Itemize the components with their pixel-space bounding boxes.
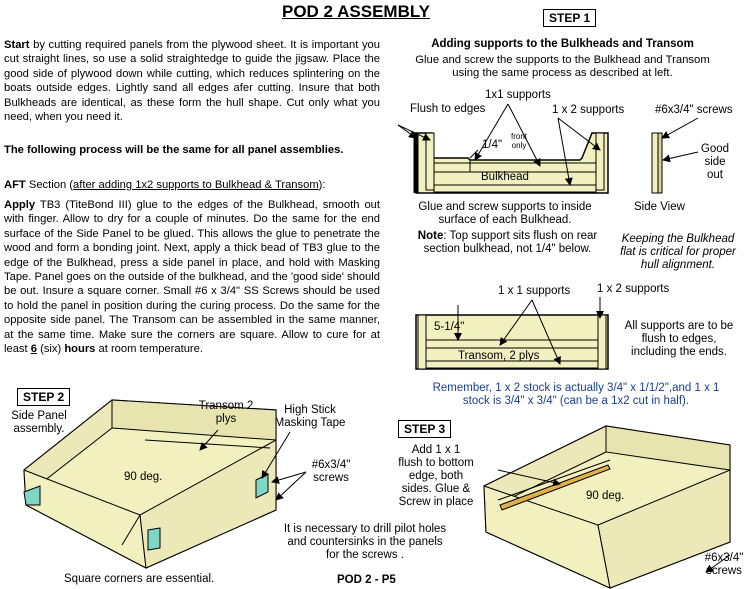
- step1-heading: Adding supports to the Bulkheads and Tra…: [431, 38, 694, 50]
- side-panel-label: Side Panel assembly.: [11, 410, 67, 435]
- start-bold: Start: [4, 39, 30, 51]
- side-view-drawing: [651, 132, 663, 194]
- screws-label: #6x3/4" screws: [655, 104, 733, 116]
- top-support-note: Note: Top support sits flush on rear sec…: [400, 230, 615, 256]
- glue-screw-note: Glue and screw supports to inside surfac…: [418, 201, 592, 226]
- bulkhead-label: Bulkhead: [481, 171, 529, 183]
- keeping-flat-note: Keeping the Bulkhead flat is critical fo…: [620, 233, 736, 271]
- transom-drawing: [415, 314, 609, 370]
- aft-heading: AFT Section (after adding 1x2 supports t…: [4, 178, 380, 192]
- step2-box-drawing: [23, 398, 277, 569]
- good-side-out-label: Good side out: [700, 143, 730, 181]
- side-view-label: Side View: [634, 201, 685, 213]
- note-label: Note: [417, 230, 444, 242]
- square-corners-label: Square corners are essential.: [64, 573, 215, 585]
- flush-to-edges-label: Flush to edges: [410, 103, 486, 115]
- aft-text: Section (: [25, 179, 74, 191]
- step2-screws-label: #6x3/4" screws: [311, 459, 351, 484]
- transom-label: Transom, 2 plys: [458, 350, 540, 362]
- masking-tape-label: High Stick Masking Tape: [274, 404, 346, 429]
- page-number: POD 2 - P5: [337, 574, 396, 586]
- note-text: : Top support sits flush on rear section…: [423, 230, 598, 255]
- step3-label: STEP 3: [398, 420, 452, 438]
- transom-one-by-one-label: 1 x 1 supports: [498, 285, 571, 297]
- step2-ninety-label: 90 deg.: [124, 471, 163, 483]
- quarter-inch-label: 1/4": [482, 139, 503, 151]
- room-temp: at room temperature.: [95, 343, 203, 356]
- six-paren: (six): [36, 343, 65, 356]
- front-only-label: front only: [510, 132, 527, 150]
- apply-text: TB3 (TiteBond III) glue to the edges of …: [4, 199, 380, 356]
- six-value: 6: [30, 343, 37, 356]
- remember-note: Remember, 1 x 2 stock is actually 3/4" x…: [432, 382, 720, 407]
- all-supports-note: All supports are to be flush to edges, i…: [624, 320, 734, 358]
- start-text: by cutting required panels from the plyw…: [4, 39, 380, 124]
- step2-label: STEP 2: [17, 388, 71, 406]
- hours-bold: hours: [64, 343, 96, 356]
- same-process-note: The following process will be the same f…: [4, 144, 344, 156]
- five-quarter-label: 5-1/4": [434, 321, 465, 333]
- step3-ninety-label: 90 deg.: [586, 490, 625, 502]
- one-by-one-supports-label: 1x1 supports: [485, 89, 551, 101]
- aft-underline: after adding 1x2 supports to Bulkhead & …: [73, 179, 319, 191]
- step3-box-drawing: [483, 425, 731, 589]
- add-one-by-one-note: Add 1 x 1 flush to bottom edge, both sid…: [398, 444, 474, 508]
- page-title: POD 2 ASSEMBLY: [282, 2, 431, 21]
- transom-plys-label: Transom 2 plys: [198, 400, 254, 425]
- drill-note: It is necessary to drill pilot holes and…: [283, 523, 447, 561]
- one-by-two-supports-label: 1 x 2 supports: [552, 104, 625, 116]
- aft-end: ):: [318, 179, 326, 191]
- start-paragraph: Start by cutting required panels from th…: [4, 38, 380, 124]
- transom-one-by-two-label: 1 x 2 supports: [597, 283, 670, 295]
- apply-paragraph: Apply TB3 (TiteBond III) glue to the edg…: [4, 198, 380, 356]
- bulkhead-drawing: [413, 132, 609, 194]
- step3-screws-label: #6x3/4" screws: [704, 552, 744, 577]
- aft-bold: AFT: [4, 179, 26, 191]
- step1-intro: Glue and screw the supports to the Bulkh…: [415, 54, 710, 79]
- apply-bold: Apply: [4, 199, 36, 211]
- step1-label: STEP 1: [543, 9, 597, 27]
